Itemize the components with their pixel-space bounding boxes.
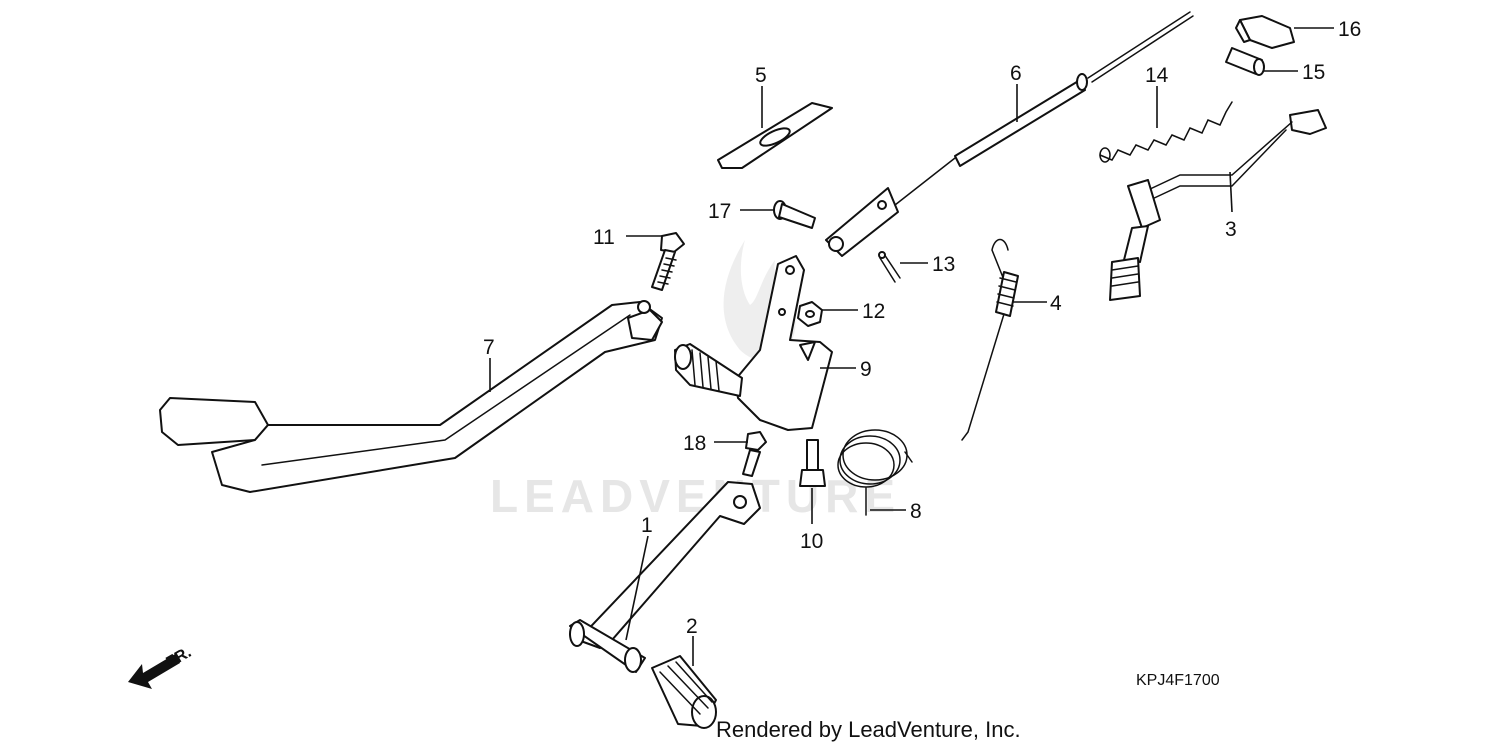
callout-13[interactable]: 13: [900, 253, 955, 276]
callout-3[interactable]: 3: [1225, 171, 1237, 241]
callout-9[interactable]: 9: [820, 358, 872, 381]
callout-7-label: 7: [483, 336, 495, 359]
diagram-code: KPJ4F1700: [1136, 672, 1220, 689]
callout-8[interactable]: 8: [870, 500, 922, 523]
part-12-nut[interactable]: [797, 301, 823, 327]
part-17-pin[interactable]: [773, 200, 816, 229]
callout-4-label: 4: [1050, 292, 1062, 315]
callout-12-label: 12: [862, 300, 885, 323]
callout-18[interactable]: 18: [683, 432, 748, 455]
part-4-spring-rod[interactable]: [961, 238, 1019, 441]
callout-18-label: 18: [683, 432, 706, 455]
callout-7[interactable]: 7: [483, 336, 495, 392]
callout-17[interactable]: 17: [708, 200, 774, 223]
callout-10[interactable]: 10: [800, 488, 823, 553]
watermark-text: LEADVENTURE: [490, 470, 901, 522]
callout-14-label: 14: [1145, 64, 1169, 87]
part-18-bolt[interactable]: [742, 431, 767, 477]
part-9-arm[interactable]: [674, 255, 833, 431]
callout-1-label: 1: [641, 514, 653, 537]
callout-3-label: 3: [1225, 218, 1237, 241]
direction-arrow: FR.: [128, 644, 194, 689]
callout-15[interactable]: 15: [1264, 61, 1325, 84]
callout-9-label: 9: [860, 358, 872, 381]
part-2-rubber[interactable]: [651, 655, 717, 729]
part-10-bolt[interactable]: [799, 439, 826, 487]
callout-2-label: 2: [686, 615, 698, 638]
part-6-rod[interactable]: [825, 11, 1194, 257]
callout-11-label: 11: [593, 226, 615, 249]
callout-6-label: 6: [1010, 62, 1022, 85]
part-1-pedal[interactable]: [569, 481, 761, 673]
part-16-cap-nut[interactable]: [1235, 15, 1295, 49]
part-5-pad[interactable]: [717, 102, 833, 169]
callout-10-label: 10: [800, 530, 823, 553]
callout-1[interactable]: 1: [625, 514, 653, 641]
part-11-bolt[interactable]: [651, 232, 685, 291]
callout-8-label: 8: [910, 500, 922, 523]
part-15-collar[interactable]: [1225, 47, 1265, 76]
callout-6[interactable]: 6: [1010, 62, 1022, 122]
part-7-brake-pedal[interactable]: [159, 300, 663, 493]
callouts: 1 2 3 4 5 6 7 8 9 10 11 12 13 14 15 16 1…: [483, 18, 1361, 666]
part-3-rod[interactable]: [1109, 109, 1327, 301]
callout-15-label: 15: [1302, 61, 1325, 84]
part-13-clip[interactable]: [878, 251, 901, 283]
callout-16[interactable]: 16: [1294, 18, 1361, 41]
callout-16-label: 16: [1338, 18, 1361, 41]
callout-4[interactable]: 4: [1012, 292, 1062, 315]
part-14-spring[interactable]: [1099, 101, 1233, 163]
callout-2[interactable]: 2: [686, 615, 698, 666]
callout-13-label: 13: [932, 253, 955, 276]
callout-5[interactable]: 5: [755, 64, 767, 128]
callout-14[interactable]: 14: [1145, 64, 1169, 128]
callout-11[interactable]: 11: [593, 226, 662, 249]
credit-text: Rendered by LeadVenture, Inc.: [716, 717, 1021, 742]
part-8-spring[interactable]: [837, 429, 913, 516]
callout-5-label: 5: [755, 64, 767, 87]
callout-17-label: 17: [708, 200, 731, 223]
callout-12[interactable]: 12: [822, 300, 885, 323]
